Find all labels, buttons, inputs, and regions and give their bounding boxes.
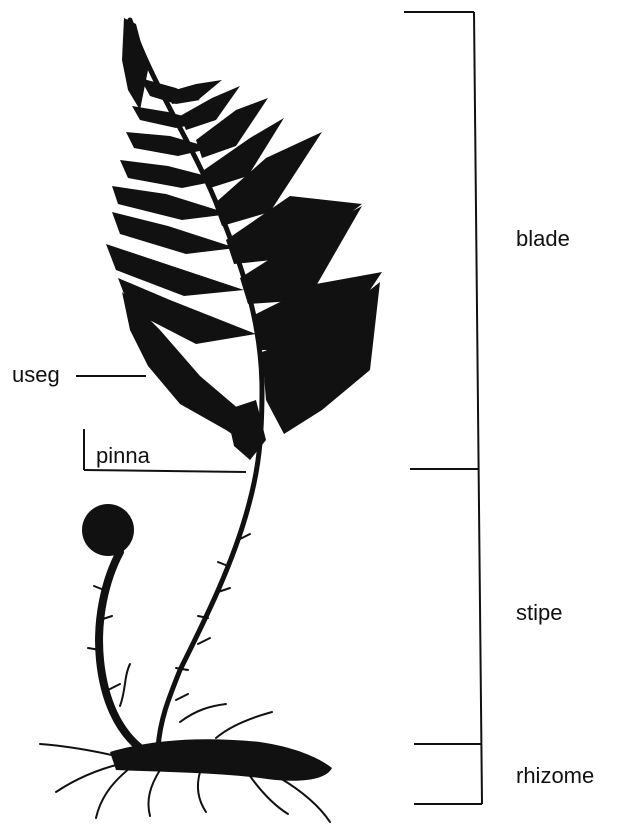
stipe-label: stipe — [516, 600, 562, 625]
useg-label: useg — [12, 362, 60, 387]
rhizome-body — [110, 739, 332, 781]
stipe-hairs — [176, 534, 250, 700]
frond-pinnae — [106, 18, 382, 460]
rhizome-label: rhizome — [516, 763, 594, 788]
fiddlehead-stalk — [99, 552, 140, 748]
fern-illustration — [40, 18, 382, 822]
pinna-bracket-horizontal — [84, 470, 246, 472]
pinna-label: pinna — [96, 443, 151, 468]
fiddlehead — [82, 504, 134, 556]
blade-label: blade — [516, 226, 570, 251]
main-bracket-spine — [474, 12, 482, 804]
